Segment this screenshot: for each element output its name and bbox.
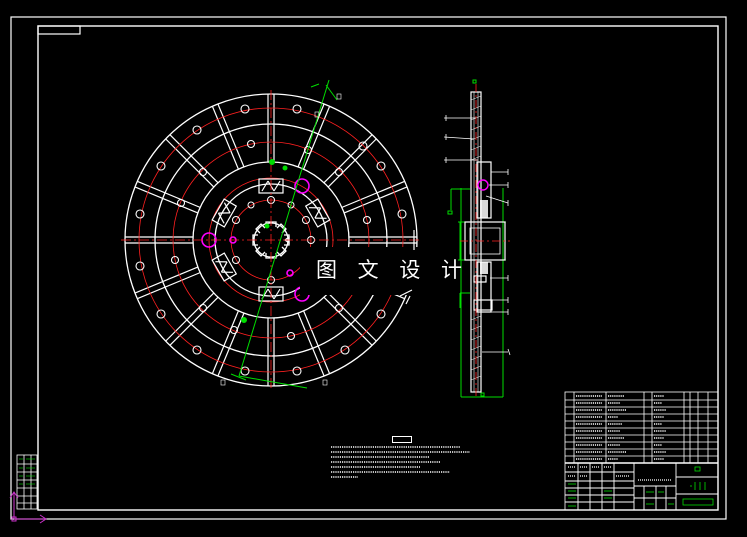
centerline-axes (121, 90, 421, 390)
inner-border (37, 25, 719, 511)
parts-list-text (576, 395, 666, 460)
technical-notes (331, 446, 470, 478)
drawing-frame (10, 16, 727, 520)
segment-slots (125, 94, 417, 386)
section-pin (477, 179, 489, 191)
angle-dimension-line (230, 79, 338, 389)
dimension-labels (220, 93, 342, 386)
watermark-backdrop (300, 247, 420, 295)
title-block (565, 462, 718, 510)
title-block-white-text (568, 466, 672, 481)
part-leaders (443, 115, 511, 356)
title-block-green-text (568, 466, 714, 507)
outer-border (10, 16, 727, 520)
drawing-number-box (37, 25, 81, 35)
parts-list (564, 391, 719, 511)
technical-notes-title-box (392, 436, 412, 443)
disc-right-arcs (399, 230, 415, 305)
binding-strip (16, 454, 38, 510)
section-hatching (470, 95, 482, 381)
ucs-axis-icon (9, 491, 47, 524)
binding-strip-green-text (19, 458, 35, 485)
rivet-holes-outer (135, 104, 407, 376)
section-hub-fill (480, 200, 488, 274)
section-centerline (460, 84, 510, 396)
clutch-disc-section-view (443, 79, 511, 398)
watermark-text: 图 文 设 计 (316, 258, 470, 282)
clutch-disc-front-view (121, 79, 421, 390)
